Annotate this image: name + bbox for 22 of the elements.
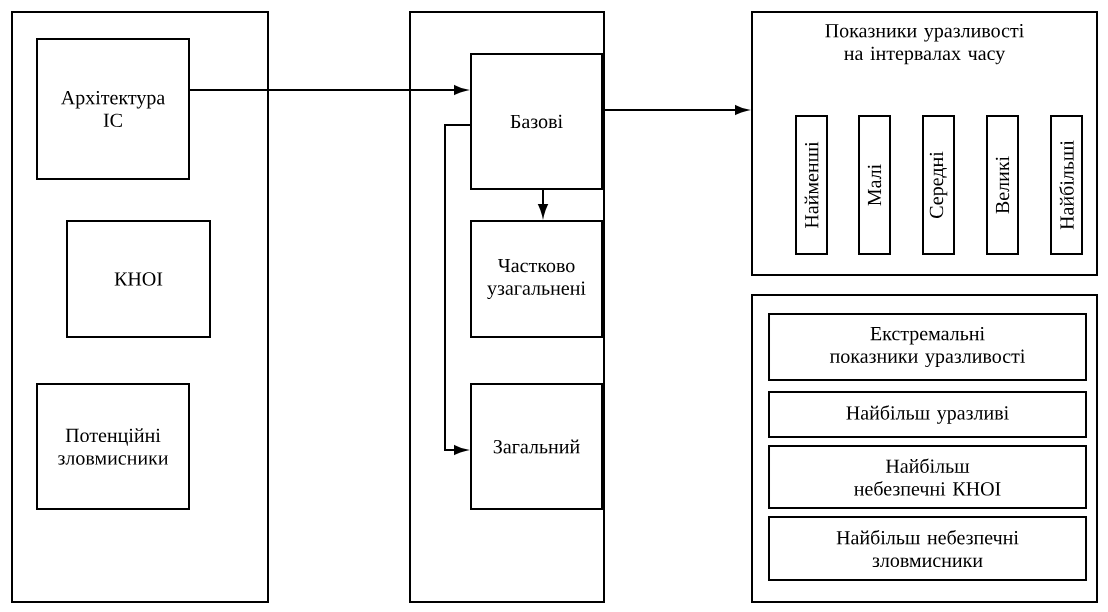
arrow: [444, 124, 471, 455]
text-box: Найбільш небезпечні КНОІ: [768, 445, 1087, 509]
arrow: [538, 189, 548, 217]
text-box: Архітектура ІС: [36, 38, 190, 180]
arrow: [189, 85, 467, 95]
text-box: Потенційні зловмисники: [36, 383, 190, 510]
interval-box: Великі: [986, 115, 1019, 255]
text-box: Базові: [470, 53, 603, 190]
text-box: Екстремальні показники уразливості: [768, 313, 1087, 381]
interval-box: Середні: [922, 115, 955, 255]
interval-box: Найбільші: [1050, 115, 1083, 255]
group-panel: [11, 11, 269, 603]
group-panel: [409, 11, 605, 603]
text-box: КНОІ: [66, 220, 211, 338]
text-box: Найбільш небезпечні зловмисники: [768, 516, 1087, 581]
interval-box: Малі: [858, 115, 891, 255]
group-panel: [751, 294, 1098, 603]
text-box: Найбільш уразливі: [768, 391, 1087, 438]
interval-box: Найменші: [795, 115, 828, 255]
text-box: Загальний: [470, 383, 603, 510]
arrow: [604, 105, 748, 115]
text-box: Частково узагальнені: [470, 220, 603, 338]
